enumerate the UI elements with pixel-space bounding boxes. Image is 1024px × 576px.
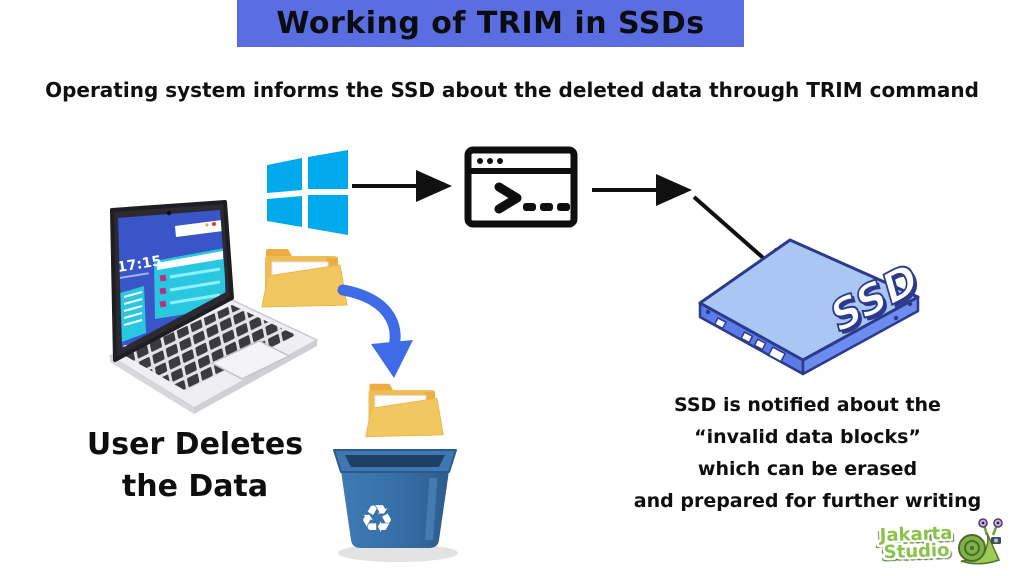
ssd-icon: SSD SSD: [698, 238, 926, 376]
branding-watermark: Jakarta Studio: [879, 514, 1020, 572]
caption-line: the Data: [121, 469, 269, 504]
recycle-bin-icon: ♻: [333, 449, 458, 562]
caption-line: SSD is notified about the: [674, 394, 941, 416]
terminal-icon: [464, 146, 578, 228]
ssd-top-face: [698, 238, 920, 362]
laptop-clock: 17:15: [116, 253, 163, 276]
prompt-chevron-icon: [494, 182, 522, 214]
folder-icon: [261, 249, 348, 308]
page-title: Working of TRIM in SSDs: [276, 6, 705, 41]
prompt-dashes-icon: [523, 203, 570, 211]
caption-line: which can be erased: [697, 457, 918, 480]
ssd-note-caption: SSD is notified about the “invalid data …: [610, 390, 1005, 518]
caption-line: User Deletes: [86, 427, 304, 462]
title-banner: Working of TRIM in SSDs: [237, 0, 744, 47]
laptop-touchpad: [210, 340, 291, 380]
folder-icon: [365, 383, 444, 438]
laptop-icon: 17:15: [109, 200, 318, 414]
caption-line: and prepared for further writing: [633, 489, 982, 512]
snail-mascot-icon: [957, 518, 1003, 565]
recycle-symbol-icon: ♻: [360, 497, 394, 541]
windows-logo-icon: [267, 150, 348, 235]
laptop-webcam: [166, 210, 172, 216]
user-action-caption: User Deletes the Data: [55, 424, 335, 508]
subtitle: Operating system informs the SSD about t…: [45, 78, 979, 102]
brand-name: Jakarta Studio: [879, 522, 953, 564]
ssd-connector-pins: [705, 301, 913, 363]
move-to-bin-arrow: [337, 284, 413, 378]
caption-line: “invalid data blocks”: [694, 425, 921, 448]
